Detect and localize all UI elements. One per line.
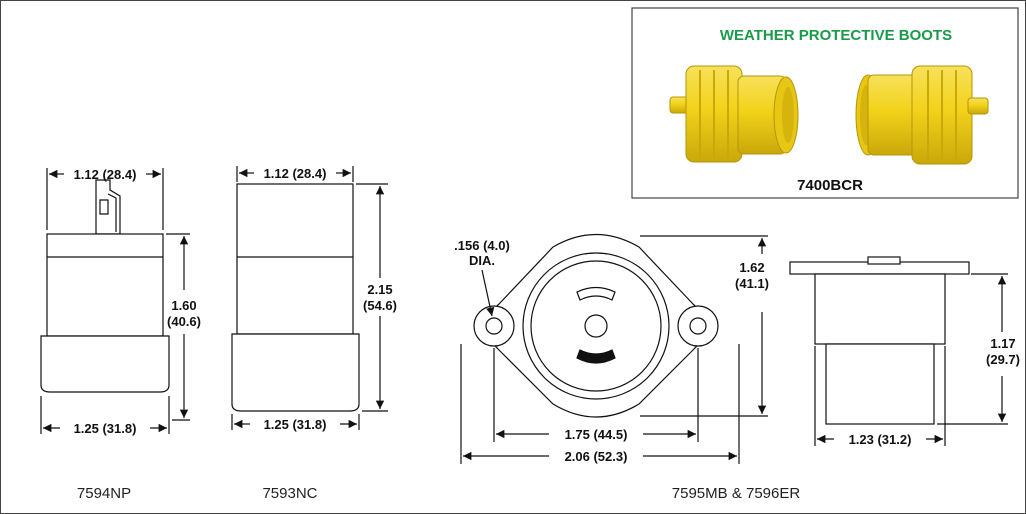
mb-overall-width: 2.06 (52.3) bbox=[565, 449, 628, 464]
nc-width-bottom: 1.25 (31.8) bbox=[264, 417, 327, 432]
part-7594np: 1.12 (28.4) 1.60 (40.6) 1.25 (31.8) 7594… bbox=[40, 167, 201, 502]
part-7595mb-side: 1.17 (29.7) 1.23 (31.2) bbox=[789, 256, 1020, 447]
boots-code: 7400BCR bbox=[797, 177, 863, 194]
mb-caption: 7595MB & 7596ER bbox=[672, 485, 801, 502]
nc-height-in: 2.15 bbox=[367, 282, 392, 297]
mb-height-mm: (41.1) bbox=[735, 276, 769, 291]
plug-upper-body bbox=[46, 233, 164, 337]
slot-top bbox=[576, 286, 616, 301]
np-width-bottom: 1.25 (31.8) bbox=[74, 421, 137, 436]
side-flange-tab bbox=[867, 256, 901, 265]
mb-height-in: 1.62 bbox=[739, 260, 764, 275]
np-height-in: 1.60 bbox=[171, 298, 196, 313]
slot-bottom bbox=[576, 349, 616, 364]
boots-inset: WEATHER PROTECTIVE BOOTS 7400BCR bbox=[631, 7, 1019, 199]
mb-hole-dia: .156 (4.0) bbox=[454, 238, 510, 253]
mb-hole-spacing: 1.75 (44.5) bbox=[565, 427, 628, 442]
ground-hole bbox=[584, 314, 608, 338]
part-7595mb-front: .156 (4.0) DIA. 1.62 (41.1) 1.75 (44.5) … bbox=[454, 233, 801, 502]
boot-left-image bbox=[669, 65, 799, 163]
np-height-mm: (40.6) bbox=[167, 314, 201, 329]
mounting-hole-left bbox=[485, 317, 503, 335]
mounting-hole-right bbox=[689, 317, 707, 335]
side-upper-body bbox=[814, 273, 946, 345]
side-lower-body bbox=[825, 343, 935, 425]
side-height-mm: (29.7) bbox=[986, 352, 1020, 367]
plug-lower-body bbox=[40, 335, 170, 393]
nc-height-mm: (54.6) bbox=[363, 298, 397, 313]
np-width-top: 1.12 (28.4) bbox=[74, 167, 137, 182]
boot-right-image bbox=[855, 65, 989, 165]
side-width: 1.23 (31.2) bbox=[849, 432, 912, 447]
mb-hole-dia-label: DIA. bbox=[469, 253, 495, 268]
boots-title: WEATHER PROTECTIVE BOOTS bbox=[720, 27, 952, 44]
part-7593nc: 1.12 (28.4) 2.15 (54.6) 1.25 (31.8) 7593… bbox=[231, 166, 397, 502]
nc-width-top: 1.12 (28.4) bbox=[264, 166, 327, 181]
nc-caption: 7593NC bbox=[262, 485, 317, 502]
np-caption: 7594NP bbox=[77, 485, 131, 502]
connector-lower-body bbox=[231, 333, 360, 412]
connector-upper-body bbox=[236, 183, 354, 335]
side-height-in: 1.17 bbox=[990, 336, 1015, 351]
